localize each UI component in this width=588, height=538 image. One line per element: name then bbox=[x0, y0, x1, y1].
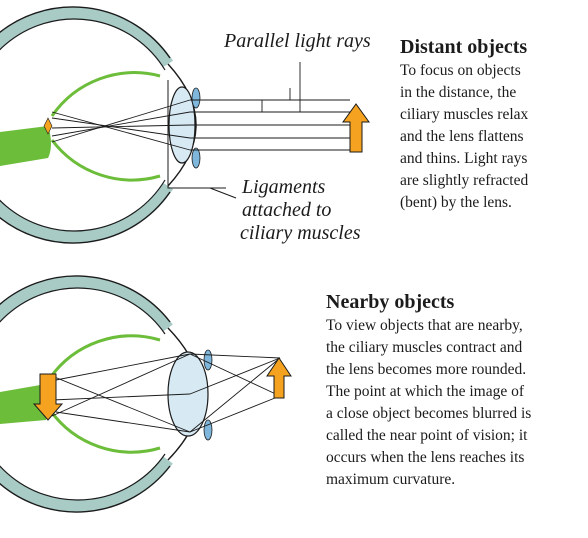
distant-objects-description: To focus on objects in the distance, the… bbox=[400, 60, 528, 214]
distant-eye bbox=[0, 6, 370, 244]
distant-line: and the lens flattens bbox=[400, 128, 524, 145]
nearby-line: maximum curvature. bbox=[326, 471, 456, 488]
optic-nerve-top bbox=[0, 126, 51, 166]
retina-bottom bbox=[48, 334, 161, 379]
retina-image-arrow-top bbox=[43, 117, 53, 135]
light-rays-top bbox=[51, 62, 350, 151]
light-rays-bottom bbox=[51, 353, 281, 433]
distant-line: are slightly refracted bbox=[400, 172, 529, 189]
nearby-line: occurs when the lens reaches its bbox=[326, 449, 525, 466]
distant-object-arrow bbox=[342, 103, 370, 153]
sclera-bottom bbox=[0, 276, 173, 512]
distant-objects-heading: Distant objects bbox=[400, 36, 528, 58]
ligaments-label-line-3: ciliary muscles bbox=[240, 222, 361, 244]
nearby-line: the ciliary muscles contract and bbox=[326, 339, 523, 356]
distant-line: in the distance, the bbox=[400, 84, 517, 101]
nearby-objects-heading: Nearby objects bbox=[326, 291, 455, 313]
parallel-light-rays-label: Parallel light rays bbox=[224, 30, 371, 52]
distant-line: ciliary muscles relax bbox=[400, 106, 529, 123]
nearby-line: called the near point of vision; it bbox=[326, 427, 528, 444]
retina-image-arrow-bottom bbox=[32, 373, 64, 421]
ciliary-muscle-lower-bottom bbox=[203, 419, 213, 441]
ligaments-label-line-2: attached to bbox=[242, 199, 332, 221]
sclera-top bbox=[0, 7, 174, 243]
retina-top bbox=[50, 71, 161, 117]
nearby-line: a close object becomes blurred is bbox=[326, 405, 532, 422]
nearby-line: The point at which the image of bbox=[326, 383, 524, 400]
nearby-object-arrow bbox=[266, 357, 292, 399]
ligaments-label-line-1: Ligaments bbox=[242, 176, 326, 198]
distant-line: (bent) by the lens. bbox=[400, 194, 512, 211]
nearby-line: To view objects that are nearby, bbox=[326, 317, 523, 334]
ciliary-muscle-lower bbox=[191, 147, 201, 169]
nearby-objects-description: To view objects that are nearby, the cil… bbox=[326, 315, 531, 491]
ciliary-muscle-upper bbox=[191, 87, 201, 109]
distant-line: and thins. Light rays bbox=[400, 150, 528, 167]
nearby-eye bbox=[0, 275, 292, 513]
optic-nerve-bottom bbox=[0, 384, 49, 424]
nearby-line: the lens becomes more rounded. bbox=[326, 361, 527, 378]
ciliary-muscle-upper-bottom bbox=[203, 349, 213, 371]
distant-line: To focus on objects bbox=[400, 62, 521, 79]
